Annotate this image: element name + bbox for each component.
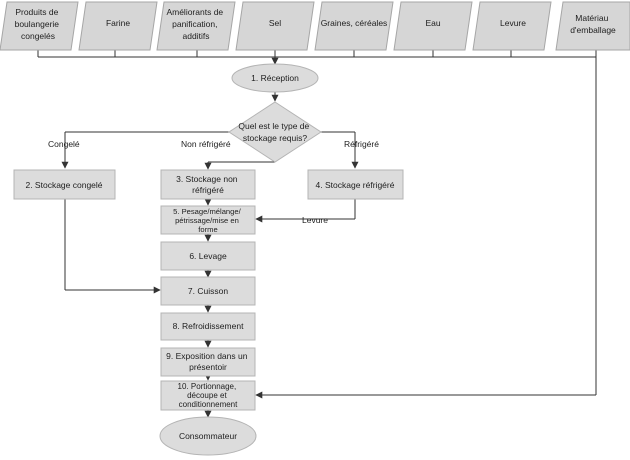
input-graines-cereales: Graines, céréales: [314, 1, 394, 51]
consumer-node: Consommateur: [159, 416, 257, 456]
reception-node: 1. Réception: [231, 63, 319, 93]
branch-label-non-refrigere: Non réfrigéré: [181, 139, 231, 149]
decision-label: Quel est le type de stockage requis?: [238, 121, 311, 143]
step-9-label: 9. Exposition dans un présentoir: [166, 351, 250, 372]
storage-chilled-label: 4. Stockage réfrigéré: [316, 180, 395, 190]
step-levage: 6. Levage: [160, 241, 256, 271]
input-levure: Levure: [472, 1, 552, 51]
input-label: Levure: [500, 18, 526, 28]
storage-ambient: 3. Stockage non réfrigéré: [160, 169, 256, 200]
input-label: Sel: [269, 18, 281, 28]
step-cuisson: 7. Cuisson: [160, 276, 256, 306]
storage-frozen-label: 2. Stockage congelé: [25, 180, 102, 190]
storage-chilled: 4. Stockage réfrigéré: [307, 169, 404, 200]
step-8-label: 8. Refroidissement: [173, 321, 245, 331]
storage-frozen: 2. Stockage congelé: [13, 169, 116, 200]
step-10-label: 10. Portionnage, découpe et conditionnem…: [178, 382, 239, 409]
input-label: Produits de boulangerie congelés: [15, 7, 62, 41]
input-produits-boulangerie-congeles: Produits de boulangerie congelés: [0, 1, 79, 51]
step-pesage-melange: 5. Pesage/mélange/ pétrissage/mise en fo…: [160, 205, 256, 235]
input-label: Farine: [106, 18, 130, 28]
step-refroidissement: 8. Refroidissement: [160, 312, 256, 341]
storage-ambient-label: 3. Stockage non réfrigéré: [176, 174, 240, 195]
step-5-label: 5. Pesage/mélange/ pétrissage/mise en fo…: [173, 207, 243, 234]
yeast-flow-label: Levure: [302, 215, 328, 225]
input-label: Matériau d'emballage: [570, 13, 616, 35]
input-ameliorants-additifs: Améliorants de panification, additifs: [156, 1, 236, 51]
input-eau: Eau: [393, 1, 473, 51]
connectors: [37, 50, 597, 418]
input-farine: Farine: [78, 1, 158, 51]
branch-label-refrigere: Réfrigéré: [344, 139, 379, 149]
step-portionnage: 10. Portionnage, découpe et conditionnem…: [160, 380, 256, 411]
branch-label-congele: Congelé: [48, 139, 80, 149]
reception-label: 1. Réception: [251, 73, 299, 83]
input-materiau-emballage: Matériau d'emballage: [555, 1, 630, 51]
step-6-label: 6. Levage: [189, 251, 227, 261]
consumer-label: Consommateur: [179, 431, 237, 441]
input-label: Améliorants de panification, additifs: [166, 7, 225, 41]
input-label: Graines, céréales: [321, 18, 388, 28]
input-sel: Sel: [235, 1, 315, 51]
storage-decision: Quel est le type de stockage requis?: [228, 101, 322, 163]
input-label: Eau: [425, 18, 440, 28]
step-7-label: 7. Cuisson: [188, 286, 228, 296]
step-exposition: 9. Exposition dans un présentoir: [160, 347, 256, 377]
